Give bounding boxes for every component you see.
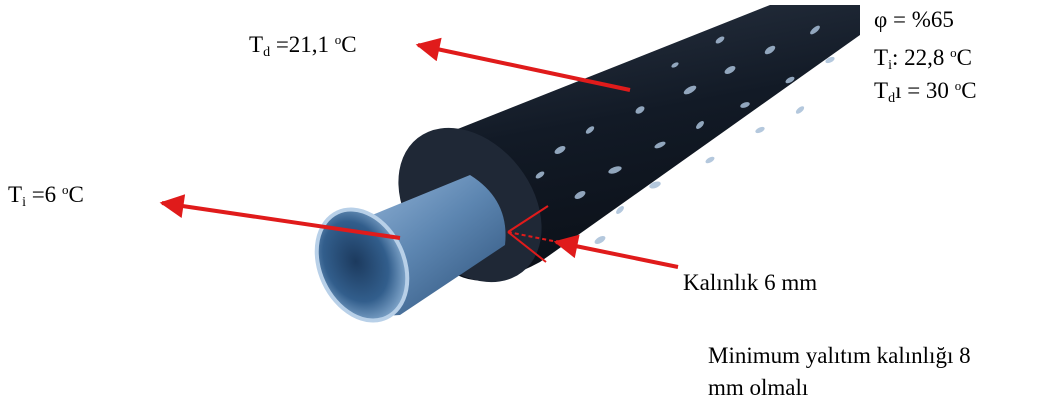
humidity-label: φ = %65: [874, 7, 954, 33]
dew-point-label: Td =21,1 oC: [249, 27, 357, 66]
thickness-label: Kalınlık 6 mm: [683, 270, 817, 296]
inner-temp-label: Ti =6 oC: [8, 177, 84, 216]
minimum-thickness-note: Minimum yalıtım kalınlığı 8 mm olmalı: [708, 340, 971, 404]
arrow-icon: [418, 45, 630, 90]
surface-temp-label: Tdı = 30 oC: [874, 73, 977, 112]
arrow-icon: [556, 242, 678, 267]
